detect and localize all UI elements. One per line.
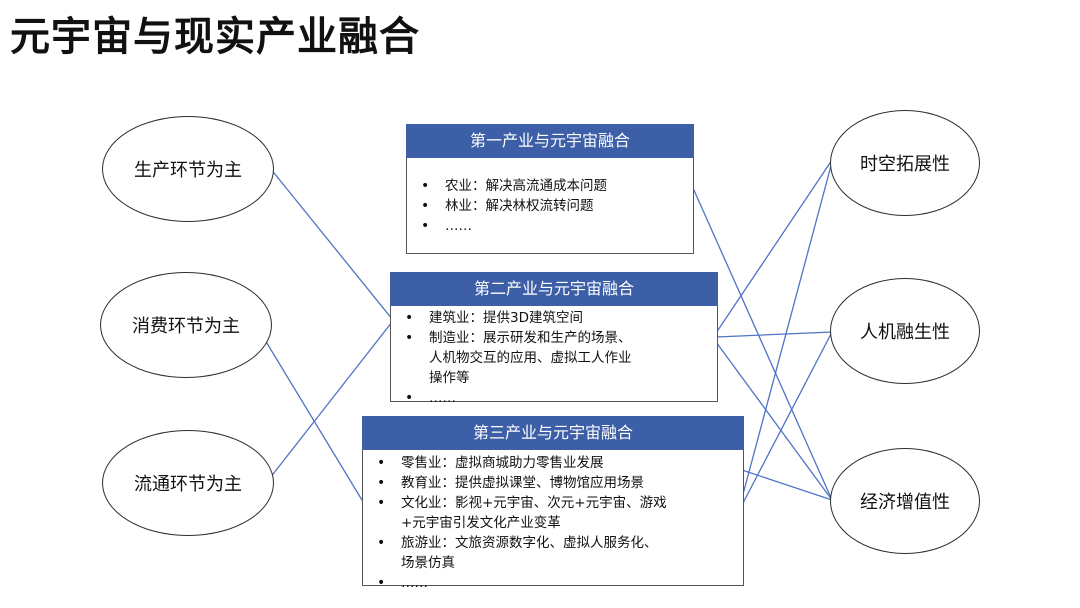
link-production-to-secondary bbox=[269, 167, 406, 336]
link-consumption-to-tertiary bbox=[261, 334, 366, 506]
list-item: 教育业：提供虚拟课堂、博物馆应用场景 bbox=[363, 473, 743, 493]
node-circulation-label: 流通环节为主 bbox=[134, 474, 242, 495]
box-tertiary-list: 零售业：虚拟商城助力零售业发展 教育业：提供虚拟课堂、博物馆应用场景 文化业：影… bbox=[363, 453, 743, 593]
list-item-text: 零售业：虚拟商城助力零售业发展 bbox=[401, 455, 604, 471]
list-item-text: 文化业：影视+元宇宙、次元+元宇宙、游戏 bbox=[401, 495, 667, 511]
list-item: 旅游业：文旅资源数字化、虚拟人服务化、 场景仿真 bbox=[363, 533, 743, 573]
node-economic-value-label: 经济增值性 bbox=[860, 492, 950, 513]
box-tertiary-header: 第三产业与元宇宙融合 bbox=[362, 416, 744, 450]
node-consumption-label: 消费环节为主 bbox=[132, 316, 240, 337]
list-item-text-continued: 操作等 bbox=[429, 370, 470, 386]
link-secondary-to-spatial bbox=[715, 159, 833, 334]
list-item-text: 制造业：展示研发和生产的场景、 bbox=[429, 330, 632, 346]
list-item: 农业：解决高流通成本问题 bbox=[407, 176, 693, 196]
list-item-text: 教育业：提供虚拟课堂、博物馆应用场景 bbox=[401, 475, 644, 491]
link-primary-to-economic bbox=[692, 187, 833, 501]
node-economic-value: 经济增值性 bbox=[830, 448, 980, 554]
list-item-text-continued: 人机物交互的应用、虚拟工人作业 bbox=[429, 350, 632, 366]
list-item-text: 农业：解决高流通成本问题 bbox=[445, 178, 607, 194]
box-primary-list: 农业：解决高流通成本问题 林业：解决林权流转问题 …… bbox=[407, 176, 693, 236]
list-item: …… bbox=[407, 216, 693, 236]
list-item: …… bbox=[391, 388, 717, 408]
list-item: 零售业：虚拟商城助力零售业发展 bbox=[363, 453, 743, 473]
box-secondary-list: 建筑业：提供3D建筑空间 制造业：展示研发和生产的场景、 人机物交互的应用、虚拟… bbox=[391, 308, 717, 408]
node-production-label: 生产环节为主 bbox=[134, 160, 242, 181]
node-human-machine: 人机融生性 bbox=[830, 278, 980, 384]
list-item-text: …… bbox=[401, 575, 428, 591]
link-circulation-to-secondary bbox=[269, 321, 393, 479]
list-item-text-continued: 场景仿真 bbox=[401, 555, 455, 571]
page-title: 元宇宙与现实产业融合 bbox=[10, 14, 420, 60]
node-consumption: 消费环节为主 bbox=[100, 272, 272, 378]
box-secondary-header: 第二产业与元宇宙融合 bbox=[390, 272, 718, 306]
list-item-text: 建筑业：提供3D建筑空间 bbox=[429, 310, 583, 326]
box-secondary-industry: 第二产业与元宇宙融合 建筑业：提供3D建筑空间 制造业：展示研发和生产的场景、 … bbox=[390, 272, 718, 408]
link-secondary-to-human bbox=[715, 331, 833, 338]
list-item: 制造业：展示研发和生产的场景、 人机物交互的应用、虚拟工人作业 操作等 bbox=[391, 328, 717, 388]
link-tertiary-to-human bbox=[741, 331, 833, 506]
node-human-machine-label: 人机融生性 bbox=[860, 322, 950, 343]
list-item-text: 林业：解决林权流转问题 bbox=[445, 198, 594, 214]
node-spatial-extension: 时空拓展性 bbox=[830, 110, 980, 216]
node-spatial-extension-label: 时空拓展性 bbox=[860, 154, 950, 175]
link-tertiary-to-economic bbox=[741, 469, 833, 501]
node-production: 生产环节为主 bbox=[102, 116, 274, 222]
list-item: 文化业：影视+元宇宙、次元+元宇宙、游戏 +元宇宙引发文化产业变革 bbox=[363, 493, 743, 533]
link-tertiary-to-spatial bbox=[741, 161, 833, 499]
link-secondary-to-economic bbox=[715, 341, 833, 501]
list-item-text: …… bbox=[445, 218, 472, 234]
box-tertiary-industry: 第三产业与元宇宙融合 零售业：虚拟商城助力零售业发展 教育业：提供虚拟课堂、博物… bbox=[362, 416, 744, 593]
box-primary-header: 第一产业与元宇宙融合 bbox=[406, 124, 694, 158]
list-item: …… bbox=[363, 573, 743, 593]
list-item: 建筑业：提供3D建筑空间 bbox=[391, 308, 717, 328]
list-item-text: 旅游业：文旅资源数字化、虚拟人服务化、 bbox=[401, 535, 658, 551]
list-item-text-continued: +元宇宙引发文化产业变革 bbox=[401, 515, 561, 531]
list-item-text: …… bbox=[429, 390, 456, 406]
node-circulation: 流通环节为主 bbox=[102, 430, 274, 536]
box-primary-industry: 第一产业与元宇宙融合 农业：解决高流通成本问题 林业：解决林权流转问题 …… bbox=[406, 124, 694, 254]
list-item: 林业：解决林权流转问题 bbox=[407, 196, 693, 216]
